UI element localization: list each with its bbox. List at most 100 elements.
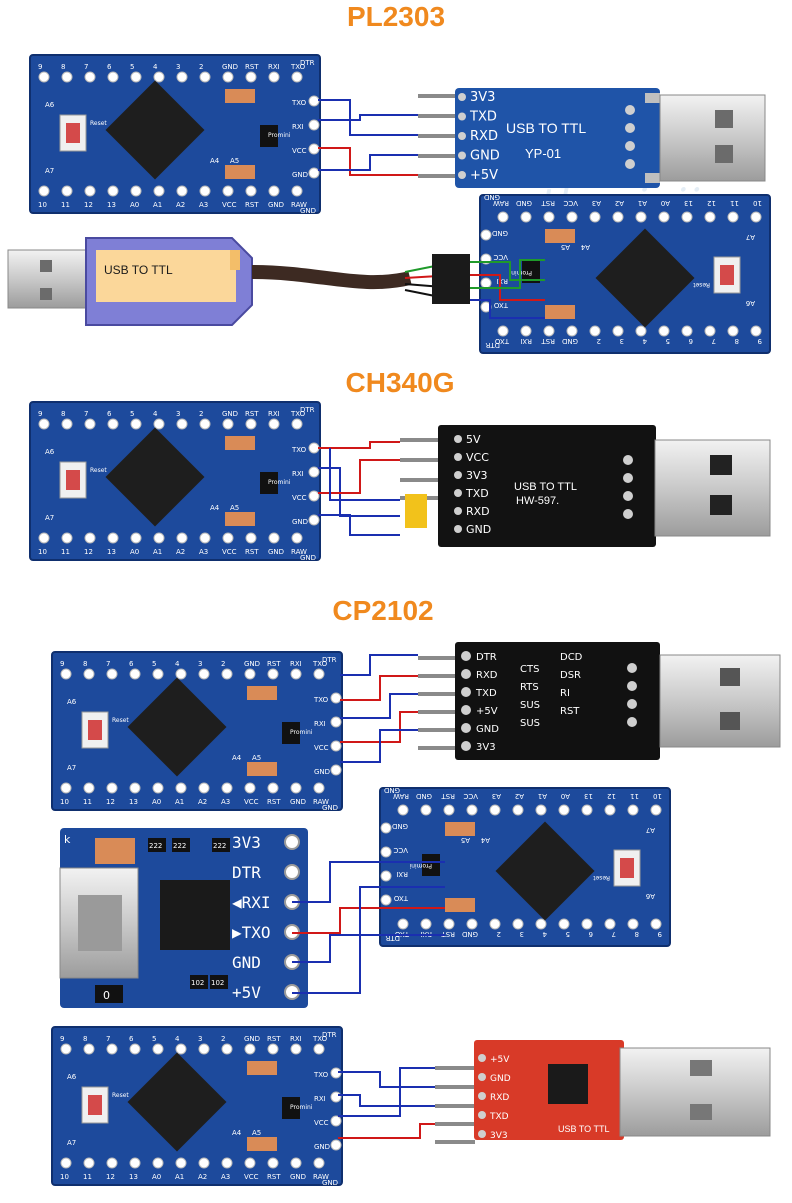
- label: GND: [244, 1035, 260, 1043]
- pin-pad: [589, 325, 601, 337]
- pin-pad: [604, 918, 616, 930]
- label: A4: [480, 836, 490, 844]
- label: TXO: [290, 410, 306, 418]
- label: A1: [638, 199, 647, 207]
- red-module-label: USB TO TTL: [558, 1124, 610, 1134]
- pin-pad: [83, 1157, 95, 1169]
- label: A3: [221, 1173, 230, 1181]
- label: VCC: [466, 451, 489, 464]
- pin-pad: [176, 418, 188, 430]
- ch340-model: HW-597.: [516, 495, 559, 507]
- title-cp2102: CP2102: [332, 595, 433, 626]
- regulator: [422, 854, 440, 876]
- label: DTR: [300, 59, 315, 67]
- side-pad: [330, 692, 342, 704]
- pin-pad: [84, 532, 96, 544]
- side-pad: [308, 119, 320, 131]
- label: 7: [84, 410, 88, 418]
- label: 222: [173, 842, 186, 850]
- pin-pad: [512, 918, 524, 930]
- label: A5: [252, 1129, 261, 1137]
- pin-pad: [520, 211, 532, 223]
- wires-micro: [292, 861, 445, 994]
- pin-pad: [199, 71, 211, 83]
- label: RXI: [290, 1035, 302, 1043]
- label: 11: [83, 1173, 92, 1181]
- label: A1: [175, 798, 184, 806]
- label: A4: [232, 754, 242, 762]
- pin-pad: [291, 418, 303, 430]
- label: GND: [300, 207, 316, 215]
- label: Reset: [90, 120, 107, 127]
- pin-pad: [466, 804, 478, 816]
- label: RST: [541, 199, 555, 207]
- pro-mini-board-2: 98765432GNDRSTRXITXODTR10111213A0A1A2A3V…: [479, 193, 771, 354]
- side-pad: [330, 1091, 342, 1103]
- label: GND: [384, 786, 400, 794]
- label: GND: [470, 149, 500, 164]
- pin-pad: [152, 782, 164, 794]
- pin-pad: [38, 71, 50, 83]
- label: 9: [38, 410, 42, 418]
- label: GND: [516, 199, 532, 207]
- label: GND: [462, 930, 478, 938]
- label: GND: [392, 822, 408, 830]
- label: RXI: [314, 1095, 326, 1103]
- label: 4: [153, 410, 158, 418]
- label: A3: [592, 199, 601, 207]
- label: GND: [314, 768, 330, 776]
- pin-pad: [535, 804, 547, 816]
- board-body: 98765432GNDRSTRXITXODTR10111213A0A1A2A3V…: [379, 786, 671, 947]
- module-pin: [478, 1054, 486, 1062]
- label: A3: [199, 201, 208, 209]
- label: GND: [268, 201, 284, 209]
- side-pad: [380, 846, 392, 858]
- smd-resistor: [172, 838, 190, 852]
- pin-pad: [83, 782, 95, 794]
- pin-pad: [704, 325, 716, 337]
- label: RST: [267, 798, 281, 806]
- micro-zero: 0: [103, 989, 110, 1002]
- label: RST: [560, 706, 580, 717]
- module-pin: [461, 669, 471, 679]
- label: A2: [176, 548, 185, 556]
- side-pad: [308, 514, 320, 526]
- label: Reset: [112, 717, 129, 724]
- label: 13: [107, 548, 116, 556]
- pin-pad: [176, 532, 188, 544]
- pin-pad: [581, 804, 593, 816]
- pin-pad: [397, 804, 409, 816]
- label: RAW: [493, 199, 509, 207]
- label: DTR: [232, 863, 261, 882]
- label: GND: [232, 953, 261, 972]
- label: 9: [60, 1035, 64, 1043]
- pin-pad: [60, 668, 72, 680]
- pin-pad: [704, 211, 716, 223]
- label: RAW: [291, 548, 307, 556]
- pin-pad: [61, 71, 73, 83]
- pin-pad: [291, 71, 303, 83]
- label: 8: [61, 63, 65, 71]
- label: VCC: [493, 253, 508, 261]
- label: RAW: [313, 1173, 329, 1181]
- label: A7: [646, 826, 655, 834]
- label: GND: [476, 724, 499, 735]
- pin-pad: [153, 532, 165, 544]
- label: RST: [245, 63, 259, 71]
- label: 5: [152, 1035, 156, 1043]
- capacitor: [545, 305, 575, 319]
- pin-pad: [497, 211, 509, 223]
- pin-pad: [222, 71, 234, 83]
- side-pad: [380, 870, 392, 882]
- label: 3V3: [466, 469, 488, 482]
- module-pin: [458, 132, 466, 140]
- label: 3: [198, 1035, 202, 1043]
- label: +5V: [232, 983, 261, 1002]
- regulator: [282, 722, 300, 744]
- label: 8: [635, 930, 639, 938]
- label: RST: [245, 201, 259, 209]
- label: TXO: [494, 337, 510, 345]
